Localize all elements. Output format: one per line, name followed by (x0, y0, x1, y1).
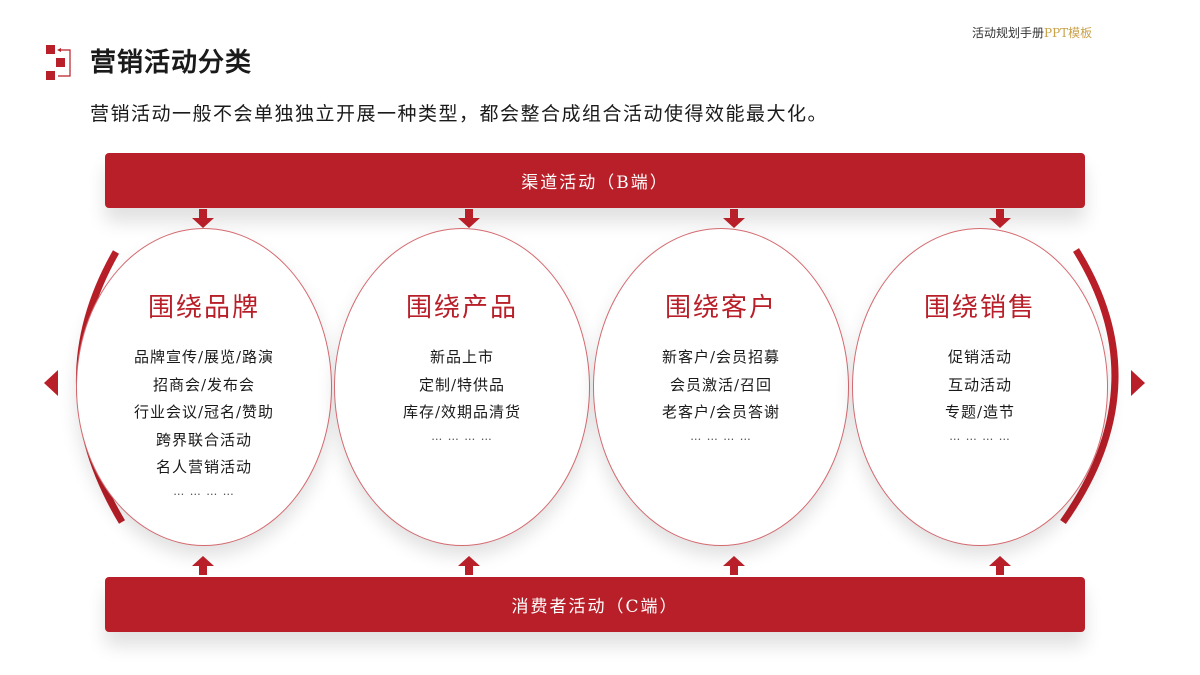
list-item: 专题/造节 (944, 403, 1016, 421)
header-note-text: 活动规划手册 (972, 26, 1045, 40)
list-item: 品牌宣传/展览/路演 (133, 348, 275, 366)
arrow-down-icon (458, 209, 480, 228)
category-title: 围绕品牌 (147, 293, 260, 323)
list-item: 互动活动 (947, 375, 1012, 394)
list-item: 名人营销活动 (155, 458, 252, 476)
channel-activities-label: 渠道活动（B端） (521, 173, 669, 193)
category-title: 围绕销售 (923, 293, 1036, 323)
list-item: 会员激活/召回 (669, 375, 773, 394)
category-customer: 围绕客户 新客户/会员招募 会员激活/召回 老客户/会员答谢 … … … … (593, 228, 849, 546)
category-brand: 围绕品牌 品牌宣传/展览/路演 招商会/发布会 行业会议/冠名/赞助 跨界联合活… (76, 228, 332, 546)
ellipsis: … … … … (173, 484, 235, 498)
list-item: 促销活动 (947, 348, 1012, 366)
list-item: 老客户/会员答谢 (661, 403, 781, 421)
page-title: 营销活动分类 (90, 48, 253, 78)
arrow-up-icon (989, 556, 1011, 575)
category-sales: 围绕销售 促销活动 互动活动 专题/造节 … … … … (852, 228, 1108, 546)
ellipsis: … … … … (690, 429, 752, 443)
category-title: 围绕产品 (405, 293, 518, 323)
consumer-activities-label: 消费者活动（C端） (511, 597, 679, 617)
arrow-down-icon (723, 209, 745, 228)
category-title: 围绕客户 (664, 293, 777, 323)
category-items: 品牌宣传/展览/路演 招商会/发布会 行业会议/冠名/赞助 跨界联合活动 名人营… (134, 344, 274, 502)
list-item: 跨界联合活动 (155, 430, 252, 449)
arrow-down-icon (192, 209, 214, 228)
header-note-accent: PPT模板 (1044, 26, 1093, 40)
list-item: 招商会/发布会 (152, 375, 256, 394)
category-items: 新客户/会员招募 会员激活/召回 老客户/会员答谢 … … … … (662, 344, 780, 447)
consumer-activities-bar: 消费者活动（C端） (105, 577, 1085, 632)
list-item: 定制/特供品 (418, 375, 506, 394)
list-item: 新客户/会员招募 (661, 348, 781, 366)
list-item: 新品上市 (429, 348, 494, 366)
arrow-up-icon (723, 556, 745, 575)
list-item: 行业会议/冠名/赞助 (133, 403, 275, 421)
header-note: 活动规划手册PPT模板 (972, 24, 1092, 41)
arrow-up-icon (192, 556, 214, 575)
ellipsis: … … … … (949, 429, 1011, 443)
category-items: 促销活动 互动活动 专题/造节 … … … … (945, 344, 1015, 447)
red-squares-bracket-icon (46, 45, 71, 80)
page-subtitle: 营销活动一般不会单独独立开展一种类型，都会整合成组合活动使得效能最大化。 (90, 103, 829, 125)
list-item: 库存/效期品清货 (402, 403, 522, 421)
arrow-down-icon (989, 209, 1011, 228)
arrow-up-icon (458, 556, 480, 575)
category-product: 围绕产品 新品上市 定制/特供品 库存/效期品清货 … … … … (334, 228, 590, 546)
category-items: 新品上市 定制/特供品 库存/效期品清货 … … … … (403, 344, 521, 447)
channel-activities-bar: 渠道活动（B端） (105, 153, 1085, 208)
ellipsis: … … … … (431, 429, 493, 443)
